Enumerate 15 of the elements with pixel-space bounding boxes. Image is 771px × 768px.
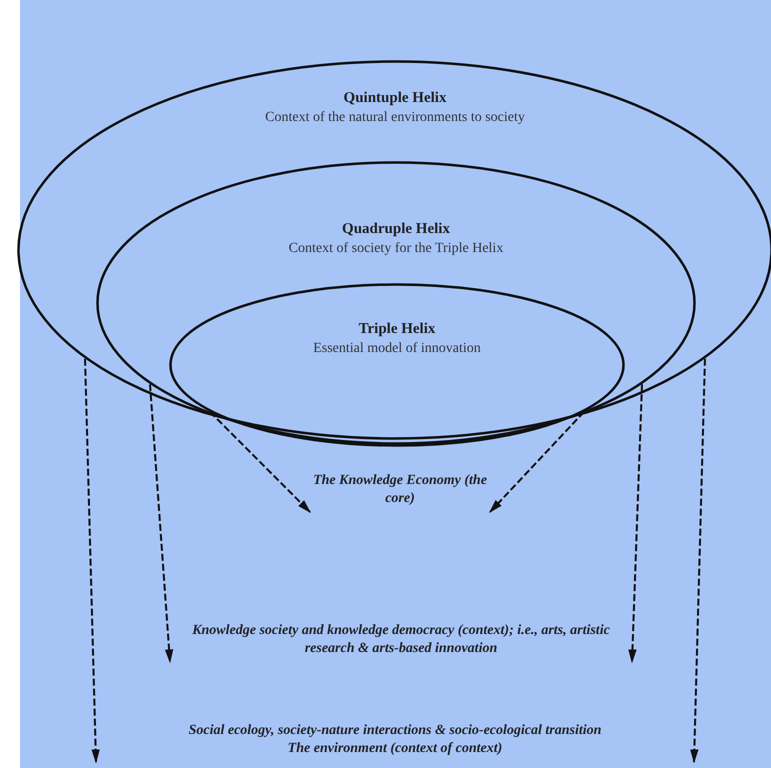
helix-title: Quintuple Helix xyxy=(344,90,446,107)
arrow xyxy=(209,411,311,513)
arrow xyxy=(149,384,174,664)
helix-description: Essential model of innovation xyxy=(313,341,481,357)
helix-description: Context of society for the Triple Helix xyxy=(288,241,504,257)
context-text: Knowledge society and knowledge democracy (context); i.e., arts, artistic research & arts-based innovation xyxy=(191,622,611,658)
helix-description: Context of the natural environments to society xyxy=(265,110,525,126)
arrow xyxy=(690,358,706,764)
helix-title: Triple Helix xyxy=(358,321,436,338)
context-text: Social ecology, society-nature interactions & socio-ecological transition xyxy=(188,722,602,740)
arrow xyxy=(628,384,643,664)
arrow xyxy=(84,358,100,764)
context-text: The Knowledge Economy (the core) xyxy=(312,472,488,508)
helix-title: Quadruple Helix xyxy=(342,221,450,238)
context-text: The environment (context of context) xyxy=(286,740,504,758)
